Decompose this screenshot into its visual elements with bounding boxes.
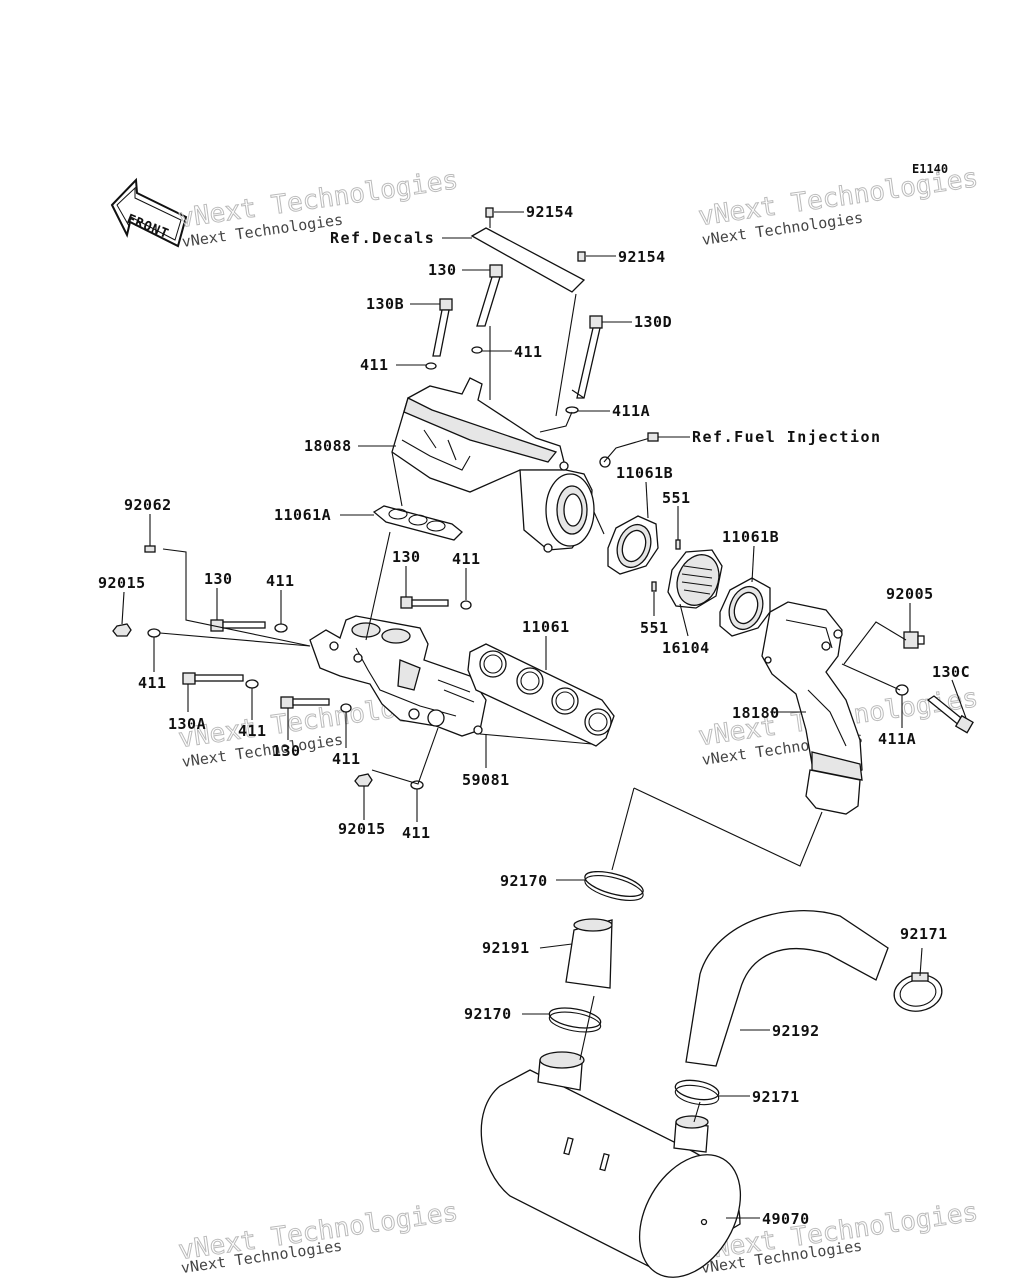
washer-411-b — [471, 346, 483, 354]
label-92005: 92005 — [886, 585, 934, 603]
label-411-e: 411 — [138, 674, 167, 692]
pin-551-b — [651, 581, 657, 592]
label-411-a: 411 — [360, 356, 389, 374]
label-59081: 59081 — [462, 771, 510, 789]
label-16104: 16104 — [662, 639, 710, 657]
label-92171-a: 92171 — [900, 925, 948, 943]
leader-lines — [121, 211, 967, 1219]
bolt-130-low — [280, 696, 330, 709]
sleeve-92191 — [565, 918, 613, 989]
bolt-130D — [576, 315, 603, 399]
valve-16104 — [667, 549, 723, 609]
screw-92154-b — [577, 251, 586, 262]
muffler-49070 — [480, 1051, 742, 1278]
label-411-g: 411 — [332, 750, 361, 768]
label-92191: 92191 — [482, 939, 530, 957]
bolt-130B — [432, 298, 453, 357]
fuel-injection-sensor — [603, 432, 659, 463]
label-92170-a: 92170 — [500, 872, 548, 890]
label-130-mid: 130 — [392, 548, 421, 566]
pin-92062 — [144, 545, 156, 553]
gasket-11061B-a — [607, 515, 659, 575]
screw-92154-a — [485, 207, 494, 228]
nut-92015-a — [112, 623, 132, 637]
washer-411-d — [460, 600, 472, 610]
bolt-130C — [926, 695, 974, 734]
diagram-code: E1140 — [912, 162, 948, 176]
exhaust-manifold-59081 — [309, 615, 487, 737]
label-130-top: 130 — [428, 261, 457, 279]
label-411A-top: 411A — [612, 402, 650, 420]
label-130A: 130A — [168, 715, 206, 733]
label-130B: 130B — [366, 295, 404, 313]
clamp-92171-b — [674, 1079, 720, 1106]
washer-411-f — [340, 703, 352, 713]
label-411-f: 411 — [238, 722, 267, 740]
bolt-130-top — [476, 264, 503, 327]
fitting-92005 — [903, 631, 925, 649]
label-11061: 11061 — [522, 618, 570, 636]
clamp-92170-b — [548, 1007, 602, 1033]
washer-411-e — [245, 679, 259, 689]
gasket-11061 — [467, 643, 615, 747]
label-92154-b: 92154 — [618, 248, 666, 266]
label-130D: 130D — [634, 313, 672, 331]
front-arrow-icon: FRONT — [110, 177, 188, 248]
bolt-130-mid — [400, 596, 449, 609]
watermarks: vNext Technologies vNext Technologies vN… — [176, 163, 980, 1277]
label-92171-b: 92171 — [752, 1088, 800, 1106]
bolt-130A — [182, 672, 244, 685]
part-labels: 92154 Ref.Decals 92154 130 130B 130D 411… — [98, 203, 970, 1228]
ref-fuel-injection: Ref.Fuel Injection — [692, 428, 882, 446]
clamp-92171-a — [893, 972, 943, 1012]
bolt-130-left — [210, 619, 266, 632]
clamp-92170-a — [584, 870, 644, 901]
label-551-a: 551 — [662, 489, 691, 507]
label-130-low: 130 — [272, 742, 301, 760]
label-411-b: 411 — [514, 343, 543, 361]
label-411A-right: 411A — [878, 730, 916, 748]
washer-411-a — [425, 362, 437, 370]
label-130-left: 130 — [204, 570, 233, 588]
exhaust-pipe-18088 — [391, 377, 611, 553]
label-92192: 92192 — [772, 1022, 820, 1040]
gasket-11061A — [372, 505, 463, 541]
gasket-11061B-b — [719, 577, 771, 637]
label-92154-a: 92154 — [526, 203, 574, 221]
label-92170-b: 92170 — [464, 1005, 512, 1023]
label-92015-b: 92015 — [338, 820, 386, 838]
label-92015-a: 92015 — [98, 574, 146, 592]
decal-plate — [470, 227, 586, 293]
label-411-d: 411 — [266, 572, 295, 590]
label-411-h: 411 — [402, 824, 431, 842]
elbow-pipe-18180 — [761, 601, 863, 815]
label-18180: 18180 — [732, 704, 780, 722]
washer-411-c — [274, 623, 288, 633]
label-11061B-a: 11061B — [616, 464, 673, 482]
label-11061A: 11061A — [274, 506, 331, 524]
washer-411-left — [147, 628, 161, 638]
label-130C: 130C — [932, 663, 970, 681]
label-49070: 49070 — [762, 1210, 810, 1228]
nut-92015-b — [354, 773, 373, 787]
label-551-b: 551 — [640, 619, 669, 637]
label-92062: 92062 — [124, 496, 172, 514]
label-18088: 18088 — [304, 437, 352, 455]
label-11061B-b: 11061B — [722, 528, 779, 546]
washer-411A-right — [895, 684, 909, 696]
pin-551-a — [675, 539, 681, 550]
hose-92192 — [685, 910, 889, 1067]
ref-decals: Ref.Decals — [330, 229, 435, 247]
label-411-c: 411 — [452, 550, 481, 568]
